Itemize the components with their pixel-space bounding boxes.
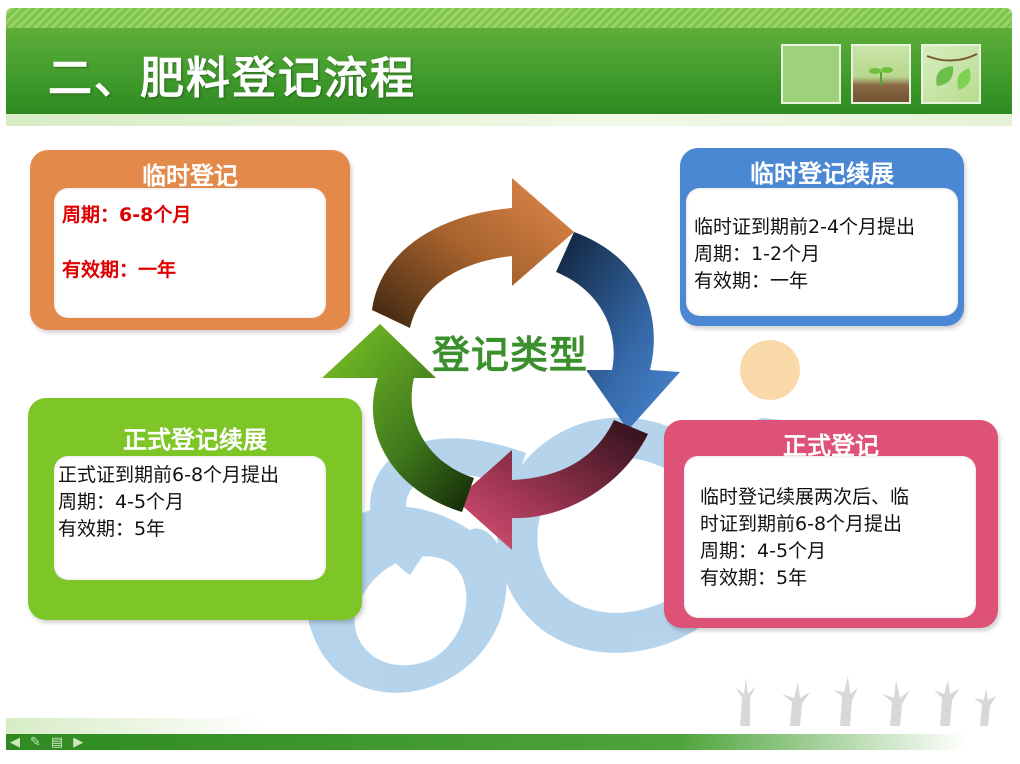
- header-thumbnail-leaves: [921, 44, 981, 104]
- cycle-center-label: 登记类型: [432, 333, 589, 377]
- nav-pen-icon[interactable]: ✎: [30, 735, 51, 750]
- box-content: 临时证到期前2-4个月提出 周期：1-2个月 有效期：一年: [686, 188, 958, 316]
- box-line: 时证到期前6-8个月提出: [700, 513, 903, 535]
- box-line: 周期：4-5个月: [58, 491, 185, 513]
- box-formal-renewal: 正式登记续展 正式证到期前6-8个月提出 周期：4-5个月 有效期：5年: [28, 398, 362, 620]
- nav-next-icon[interactable]: ▶: [73, 735, 94, 750]
- box-title: 正式登记: [783, 432, 879, 460]
- box-line: 有效期：一年: [62, 259, 177, 281]
- cycle-arrow-blue: [556, 232, 680, 430]
- box-content: 临时登记续展两次后、临 时证到期前6-8个月提出 周期：4-5个月 有效期：5年: [684, 456, 976, 618]
- box-temp-renewal: 临时登记续展 临时证到期前2-4个月提出 周期：1-2个月 有效期：一年: [680, 148, 964, 326]
- box-line: 周期：1-2个月: [694, 243, 821, 265]
- cycle-arrow-green: [322, 324, 474, 512]
- title-bar-underline: [6, 114, 1012, 126]
- box-line: 临时登记续展两次后、临: [700, 486, 910, 508]
- box-line: 正式证到期前6-8个月提出: [58, 464, 280, 486]
- box-content: 正式证到期前6-8个月提出 周期：4-5个月 有效期：5年: [54, 456, 326, 580]
- plant-silhouette-icon: [736, 676, 996, 726]
- box-content: 周期：6-8个月 有效期：一年: [54, 188, 326, 318]
- box-title: 正式登记续展: [123, 426, 267, 454]
- sprout-icon: [869, 67, 893, 86]
- box-line: 周期：4-5个月: [700, 540, 827, 562]
- header-thumbnail-plain: [781, 44, 841, 104]
- title-bar: [6, 28, 1012, 114]
- header-stripe: [6, 8, 1012, 28]
- footer-accent: [6, 718, 266, 734]
- box-title: 临时登记: [142, 162, 238, 190]
- box-line: 有效期：一年: [694, 270, 809, 292]
- box-line: 临时证到期前2-4个月提出: [694, 216, 916, 238]
- nav-menu-icon[interactable]: ▤: [50, 735, 74, 750]
- cycle-arrow-red: [456, 420, 648, 550]
- box-temp-registration: 临时登记 周期：6-8个月 有效期：一年: [30, 150, 350, 330]
- box-title: 临时登记续展: [750, 160, 894, 188]
- header-thumbnail-sprout: [851, 44, 911, 104]
- box-line: 有效期：5年: [58, 518, 166, 540]
- box-line: 有效期：5年: [700, 567, 808, 589]
- box-formal-registration: 正式登记 临时登记续展两次后、临 时证到期前6-8个月提出 周期：4-5个月 有…: [664, 420, 998, 628]
- page-title: 二、肥料登记流程: [48, 53, 416, 104]
- box-line: 周期：6-8个月: [62, 204, 192, 226]
- slide-nav: ◀✎▤▶: [10, 735, 93, 750]
- nav-prev-icon[interactable]: ◀: [10, 735, 30, 750]
- cycle-arrow-orange: [372, 178, 574, 328]
- leaves-icon: [926, 53, 978, 90]
- footer-bar: [6, 734, 966, 750]
